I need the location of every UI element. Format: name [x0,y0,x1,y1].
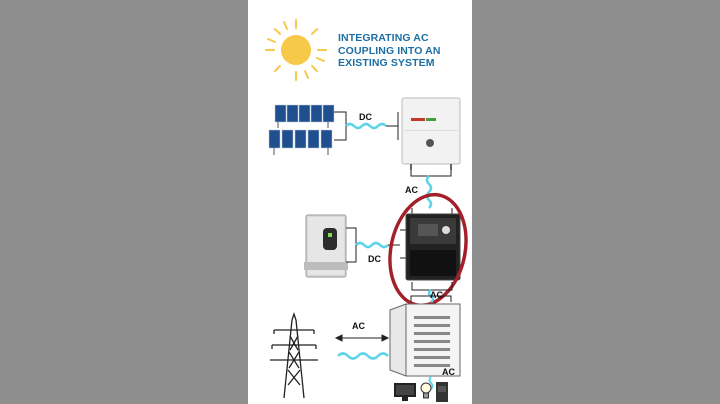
hybrid-inverter-icon [405,213,461,281]
ac-label-grid: AC [352,321,365,331]
sun-icon [265,19,327,81]
ac-label-lower: AC [430,290,443,300]
inverter-icon [401,97,461,170]
dc-label-mid: DC [368,254,381,264]
power-tower-icon [270,311,318,399]
title-line-3: EXISTING SYSTEM [338,57,435,69]
lightbulb-icon [420,382,432,399]
diagram-panel: INTEGRATING AC COUPLING INTO AN EXISTING… [248,0,472,404]
solar-panels-icon [268,104,335,155]
right-letterbox [472,0,720,404]
ac-label-bottom: AC [442,367,455,377]
dc-label-top: DC [359,112,372,122]
left-letterbox [0,0,248,404]
diagram-drawing [265,19,468,402]
monitor-icon [394,383,416,401]
breaker-panel-icon [389,303,461,377]
ac-label-upper: AC [405,185,418,195]
appliance-icon [436,382,448,402]
diagram-title: INTEGRATING AC COUPLING INTO AN EXISTING… [338,32,468,70]
battery-icon [304,214,348,278]
title-line-1: INTEGRATING AC [338,32,429,44]
title-line-2: COUPLING INTO AN [338,44,441,57]
grid-arrow [334,334,390,342]
